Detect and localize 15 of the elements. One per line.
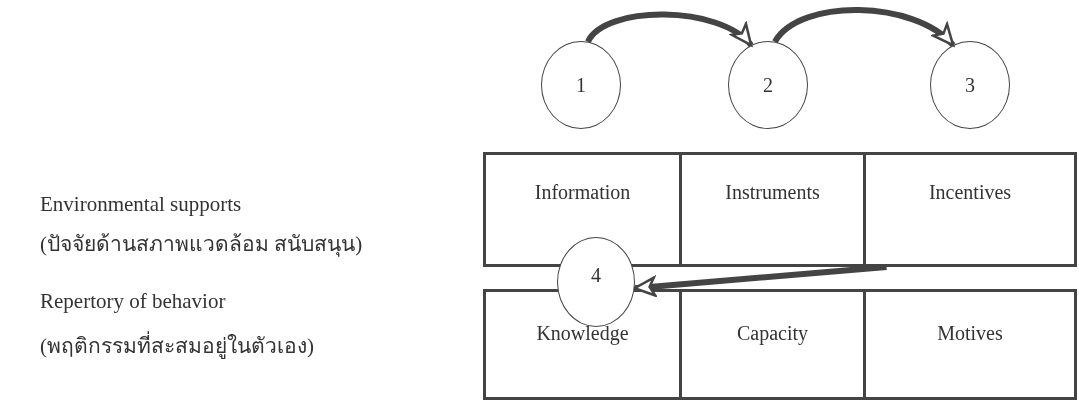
numbered-circle: 2 xyxy=(728,41,808,129)
arrow xyxy=(585,11,754,48)
row-label: Environmental supports xyxy=(40,192,242,217)
factor-cell: Capacity xyxy=(679,289,866,400)
factor-cell: Information xyxy=(483,152,682,267)
row-label: (ปัจจัยด้านสภาพแวดล้อม สนับสนุน) xyxy=(40,231,363,259)
arrow xyxy=(772,7,956,48)
numbered-circle: 3 xyxy=(930,41,1010,129)
factor-cell: Motives xyxy=(863,289,1077,400)
factor-cell: Instruments xyxy=(679,152,866,267)
arrow xyxy=(633,264,887,297)
factor-cell: Incentives xyxy=(863,152,1077,267)
row-label: (พฤติกรรมที่สะสมอยู่ในตัวเอง) xyxy=(40,329,314,362)
row-label: Repertory of behavior xyxy=(40,289,226,314)
numbered-circle: 1 xyxy=(541,41,621,129)
